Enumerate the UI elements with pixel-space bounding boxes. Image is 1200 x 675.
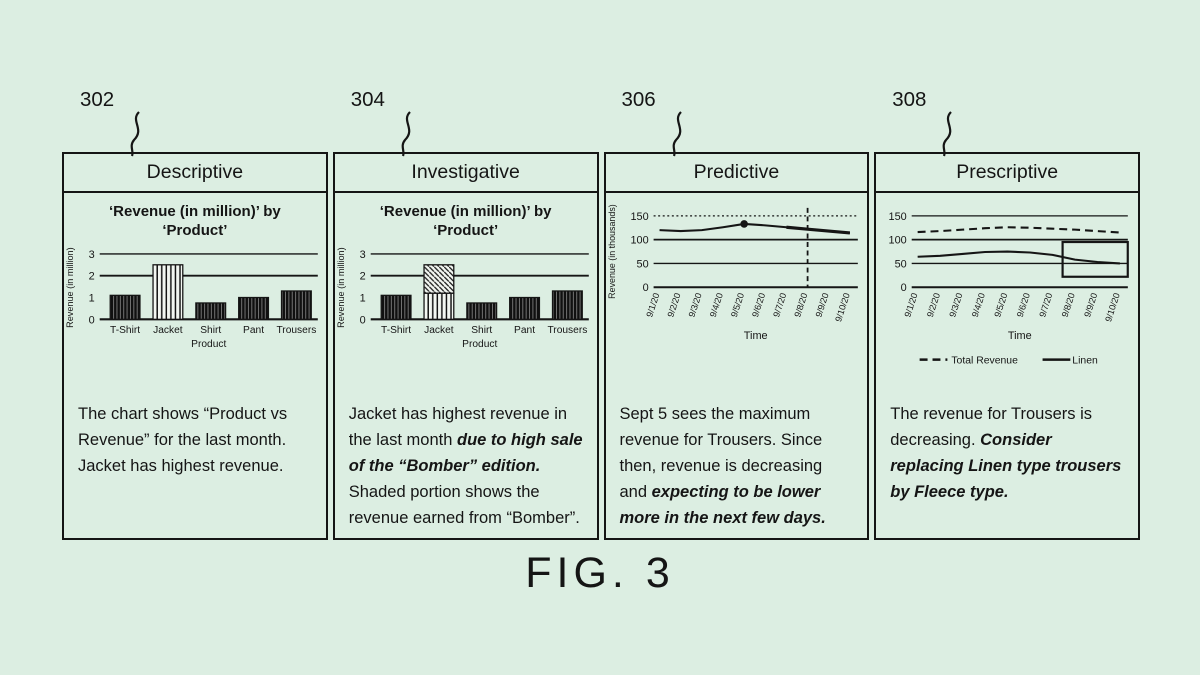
svg-text:9/3/20: 9/3/20 <box>686 292 703 319</box>
svg-text:Time: Time <box>1008 330 1032 342</box>
svg-text:9/10/20: 9/10/20 <box>1103 292 1122 323</box>
svg-text:Revenue (in million): Revenue (in million) <box>65 247 75 327</box>
ref-numeral-308: 308 <box>892 88 927 111</box>
ref-308: 308 <box>892 88 988 157</box>
svg-text:9/2/20: 9/2/20 <box>925 292 942 319</box>
svg-text:100: 100 <box>630 235 648 247</box>
svg-text:9/1/20: 9/1/20 <box>903 292 920 319</box>
svg-text:0: 0 <box>89 314 95 326</box>
chart-zone: ‘Revenue (in million)’ by ‘Product’ Reve… <box>64 193 326 391</box>
svg-text:Shirt: Shirt <box>200 325 221 336</box>
descriptive-bar-chart: Revenue (in million) 0 1 2 3T-Shirt Jacket Shi… <box>65 247 318 350</box>
panel-header-predictive: Predictive <box>605 154 868 193</box>
prescriptive-line-chart: 0 50 100 150 9/1/20 9/2/20 9/3/20 9/4/20 9/5/20 9… <box>889 211 1130 367</box>
svg-text:Revenue (in thousands): Revenue (in thousands) <box>606 204 616 299</box>
chart-zone: 0 50 100 150 9/1/20 9/2/20 9/3/20 9/4/20 9/5/20 9… <box>876 193 1138 391</box>
svg-text:9/8/20: 9/8/20 <box>1060 292 1077 319</box>
svg-text:2: 2 <box>89 271 95 283</box>
leader-line-icon <box>401 111 411 157</box>
panel-header-prescriptive: Prescriptive <box>876 154 1138 193</box>
svg-text:50: 50 <box>636 258 648 270</box>
svg-text:9/7/20: 9/7/20 <box>1037 292 1054 319</box>
chart-zone: ‘Revenue (in million)’ by ‘Product’ Reve… <box>335 193 597 391</box>
panel-header-label: Prescriptive <box>956 161 1059 183</box>
svg-text:Jacket: Jacket <box>153 325 183 336</box>
leader-line-icon <box>130 111 140 157</box>
ref-304: 304 <box>350 88 447 157</box>
svg-text:1: 1 <box>89 292 95 304</box>
svg-text:Trousers: Trousers <box>276 325 316 336</box>
panel-description: Jacket has highest revenue in the last m… <box>348 405 583 527</box>
investigative-bar-chart: Revenue (in million) 0 1 2 3T-Shirt Jacket Shi… <box>336 247 589 350</box>
svg-text:T-Shirt: T-Shirt <box>381 325 411 336</box>
svg-text:9/10/20: 9/10/20 <box>833 292 852 323</box>
svg-text:150: 150 <box>889 211 907 223</box>
panel-description: The revenue for Trousers is decreasing. … <box>890 405 1122 501</box>
svg-text:9/8/20: 9/8/20 <box>792 292 809 319</box>
svg-text:Shirt: Shirt <box>471 325 492 336</box>
svg-text:9/9/20: 9/9/20 <box>1082 292 1099 319</box>
svg-text:1: 1 <box>359 292 365 304</box>
svg-text:9/9/20: 9/9/20 <box>813 292 830 319</box>
svg-text:9/5/20: 9/5/20 <box>728 292 745 319</box>
svg-text:0: 0 <box>901 282 907 294</box>
panel-predictive: 306 Predictive Revenue (in thousands) 0 50… <box>603 88 870 540</box>
svg-text:50: 50 <box>895 258 907 270</box>
ref-numeral-304: 304 <box>350 88 385 111</box>
svg-text:9/5/20: 9/5/20 <box>993 292 1010 319</box>
svg-text:Time: Time <box>743 330 767 342</box>
chart-title-line2: ‘Product’ <box>433 222 499 239</box>
panel-descriptive: 302 Descriptive ‘Revenue (in million)’ b… <box>62 88 328 540</box>
svg-text:Pant: Pant <box>514 325 535 336</box>
chart-title: ‘Revenue (in million)’ by ‘Product’ <box>64 198 326 242</box>
panels-row: 302 Descriptive ‘Revenue (in million)’ b… <box>62 88 1140 540</box>
svg-text:9/3/20: 9/3/20 <box>948 292 965 319</box>
svg-text:0: 0 <box>642 282 648 294</box>
svg-text:100: 100 <box>889 235 907 247</box>
panel-header-label: Descriptive <box>146 161 244 183</box>
ref-302: 302 <box>80 88 176 157</box>
svg-text:9/7/20: 9/7/20 <box>771 292 788 319</box>
svg-text:Trousers: Trousers <box>547 325 587 336</box>
panel-header-label: Investigative <box>411 161 520 183</box>
ref-numeral-306: 306 <box>621 88 656 111</box>
svg-text:Revenue (in million): Revenue (in million) <box>336 247 346 327</box>
figure-label: FIG. 3 <box>525 549 675 597</box>
svg-text:9/6/20: 9/6/20 <box>1015 292 1032 319</box>
panel-prescriptive: 308 Prescriptive 0 50 100 150 9/1/20 9/2/20 9/… <box>874 88 1140 540</box>
panel-header-descriptive: Descriptive <box>64 154 326 193</box>
panel-header-label: Predictive <box>693 161 780 183</box>
panel-description: The chart shows “Product vs Revenue” for… <box>78 405 288 475</box>
svg-text:9/2/20: 9/2/20 <box>665 292 682 319</box>
svg-text:9/6/20: 9/6/20 <box>750 292 767 319</box>
ref-306: 306 <box>621 88 718 157</box>
chart-title-line1: ‘Revenue (in million)’ by <box>109 203 281 220</box>
svg-text:T-Shirt: T-Shirt <box>110 325 140 336</box>
svg-text:Linen: Linen <box>1073 356 1099 367</box>
svg-text:0: 0 <box>359 314 365 326</box>
svg-text:Pant: Pant <box>243 325 264 336</box>
leader-line-icon <box>942 111 953 157</box>
svg-text:150: 150 <box>630 211 648 223</box>
leader-line-icon <box>672 111 682 157</box>
chart-title: ‘Revenue (in million)’ by ‘Product’ <box>335 198 597 242</box>
svg-text:Total Revenue: Total Revenue <box>952 356 1019 367</box>
panel-description: Sept 5 sees the maximum revenue for Trou… <box>619 405 826 527</box>
panel-header-investigative: Investigative <box>334 154 597 193</box>
svg-text:3: 3 <box>359 249 365 261</box>
svg-text:9/1/20: 9/1/20 <box>644 292 661 319</box>
svg-text:Product: Product <box>462 339 497 350</box>
chart-title-line1: ‘Revenue (in million)’ by <box>379 203 552 220</box>
panel-investigative: 304 Investigative ‘Revenue (in million)’… <box>332 88 599 540</box>
svg-text:2: 2 <box>359 271 365 283</box>
ref-numeral-302: 302 <box>80 88 115 111</box>
svg-text:9/4/20: 9/4/20 <box>970 292 987 319</box>
svg-text:3: 3 <box>89 249 95 261</box>
chart-title-line2: ‘Product’ <box>162 222 228 239</box>
svg-text:9/4/20: 9/4/20 <box>707 292 724 319</box>
svg-text:Product: Product <box>191 339 226 350</box>
svg-text:Jacket: Jacket <box>424 325 454 336</box>
